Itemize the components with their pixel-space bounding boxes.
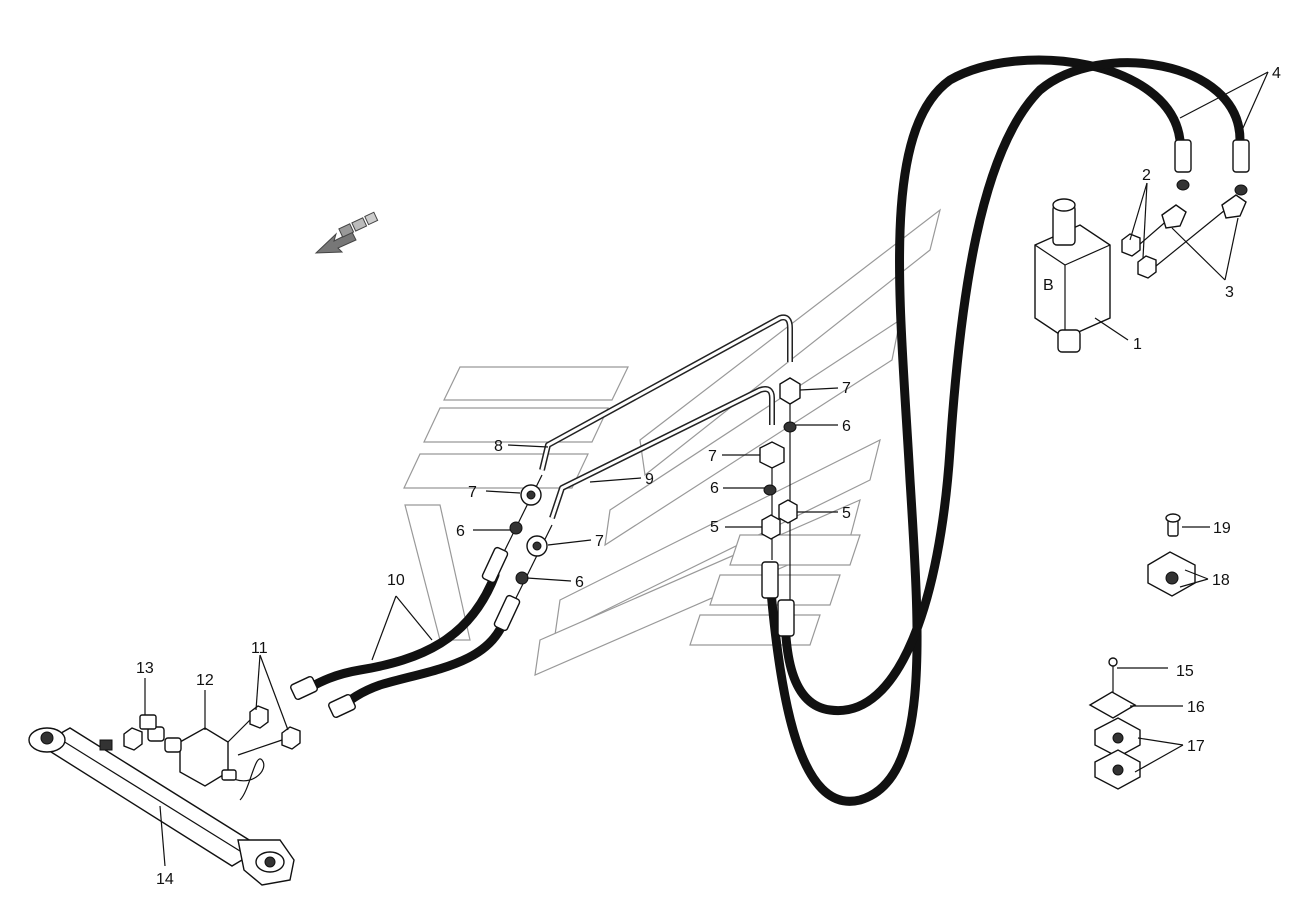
cylinder-hoses (290, 546, 521, 719)
callout-11: 11 (251, 640, 268, 657)
callout-7-mid: 7 (708, 448, 717, 465)
long-hoses (765, 55, 1245, 806)
control-valve: B (1034, 198, 1111, 353)
callout-6-upper: 6 (842, 418, 851, 435)
callout-7-upper: 7 (842, 380, 851, 397)
callout-15: 15 (1176, 663, 1194, 680)
callout-4: 4 (1272, 65, 1281, 82)
valve-fittings (1121, 139, 1250, 279)
callout-2: 2 (1142, 167, 1151, 184)
callout-8: 8 (494, 438, 503, 455)
callout-19: 19 (1213, 520, 1231, 537)
valve-block (147, 726, 265, 801)
callout-5-right: 5 (842, 505, 851, 522)
callout-3: 3 (1225, 284, 1234, 301)
callout-10: 10 (387, 572, 405, 589)
callout-7-left: 7 (468, 484, 477, 501)
callout-6-left: 6 (456, 523, 465, 540)
callout-5-left: 5 (710, 519, 719, 536)
rigid-pipes (539, 314, 793, 519)
column-fittings (759, 377, 801, 637)
callout-9: 9 (645, 471, 654, 488)
callout-18: 18 (1212, 572, 1230, 589)
callout-6-mid: 6 (710, 480, 719, 497)
hydraulic-cylinder (28, 727, 295, 886)
leader-lines (144, 71, 1269, 867)
pipe-end-fittings (509, 484, 548, 585)
callout-17: 17 (1187, 738, 1205, 755)
callout-1: 1 (1133, 336, 1142, 353)
callout-labels: 1 2 3 4 5 5 6 6 6 6 7 7 7 7 8 9 10 11 12… (136, 65, 1281, 888)
adapters (221, 705, 301, 756)
clamp-parts (1088, 513, 1196, 790)
watermark-logo (403, 208, 941, 676)
bolt (123, 714, 157, 751)
callout-7-lower: 7 (595, 533, 604, 550)
direction-arrow-icon (314, 211, 379, 254)
valve-port-label: B (1043, 277, 1054, 294)
callout-13: 13 (136, 660, 154, 677)
callout-16: 16 (1187, 699, 1205, 716)
callout-14: 14 (156, 871, 174, 888)
callout-12: 12 (196, 672, 214, 689)
callout-6-lower: 6 (575, 574, 584, 591)
